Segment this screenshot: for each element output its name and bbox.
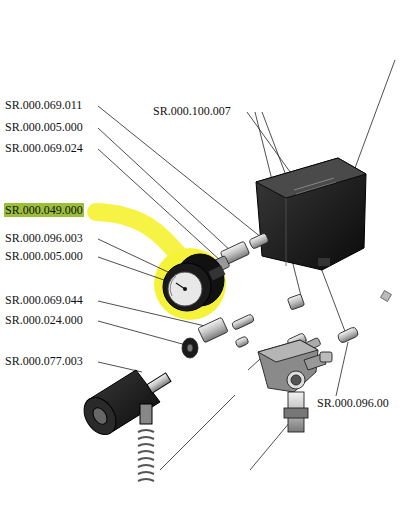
part-number: SR.000.024.000: [4, 313, 84, 327]
spring-coil: [138, 437, 154, 439]
unloader-valve: [78, 370, 171, 440]
leader-lines: [98, 60, 395, 470]
pressure-switch: [256, 158, 391, 301]
part-number: SR.000.069.024: [4, 141, 84, 155]
part-number: SR.000.005.000: [4, 249, 84, 263]
spring-coil: [138, 472, 154, 474]
highlight-halo: [154, 248, 226, 320]
mounting-bracket: [258, 340, 332, 432]
pressure-gauge: [163, 254, 225, 311]
part-number: SR.000.096.003: [4, 231, 84, 245]
spring-coil: [138, 451, 154, 453]
part-number: SR.000.077.003: [4, 354, 84, 368]
spring-coil: [138, 430, 154, 432]
part-number: SR.000.005.000: [4, 120, 84, 134]
hex-nut: [287, 294, 304, 310]
spring: [138, 430, 154, 481]
part-number: SR.000.049.000: [4, 203, 84, 217]
spring-coil: [138, 479, 154, 481]
part-number: SR.000.096.00: [316, 396, 390, 410]
part-number: SR.000.069.011: [4, 98, 83, 112]
spring-coil: [138, 458, 154, 460]
spring-coil: [138, 465, 154, 467]
part-number: SR.000.069.044: [4, 293, 84, 307]
part-number: SR.000.100.007: [152, 104, 232, 118]
spring-coil: [138, 444, 154, 446]
